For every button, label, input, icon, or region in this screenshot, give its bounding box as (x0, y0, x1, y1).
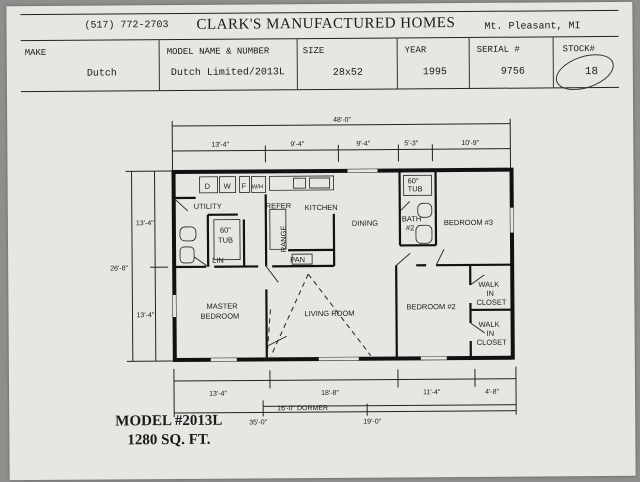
spec-sheet: (517) 772-2703 CLARK'S MANUFACTURED HOME… (6, 1, 636, 481)
dishwasher (309, 177, 331, 189)
washer (219, 176, 237, 194)
dim-top-1: 13'-4" (211, 142, 229, 149)
model-caption: MODEL #2013L 1280 SQ. FT. (115, 412, 222, 451)
dim-bottom-3: 11'-4" (423, 389, 441, 396)
dim-top-4: 5'-3" (404, 140, 419, 147)
dim-dormer: 16'-0" DORMER (277, 405, 328, 412)
utility-label: UTILITY (194, 202, 222, 211)
furnace-label: F (242, 182, 247, 191)
bath-label: BATH (402, 214, 422, 223)
dim-bottom-left: 35'-0" (249, 419, 267, 426)
lavatory-2 (415, 224, 433, 244)
dim-bottom-1: 13'-4" (209, 391, 227, 398)
dim-line-top (172, 148, 511, 152)
walk-in-closet1-label: IN (486, 289, 494, 298)
kitchen-label: KITCHEN (305, 203, 338, 212)
dormer-lines (266, 273, 372, 360)
tub2-label: TUB (408, 184, 423, 193)
water-heater-label: W/H (252, 184, 264, 190)
tub2-size-label: 60" (408, 176, 419, 185)
walk-in-closet1-label: CLOSET (476, 298, 506, 307)
walk-in-closet1-label: WALK (478, 280, 499, 289)
kitchen-sink (293, 177, 307, 189)
bathtub (213, 219, 241, 261)
dim-bottom-4: 4'-8" (485, 389, 500, 396)
dim-top-2: 9'-4" (290, 141, 305, 148)
bedroom3-label: BEDROOM #3 (444, 218, 493, 227)
interior-walls (173, 170, 513, 360)
dim-line-bottom (173, 378, 516, 382)
walk-in-closet2-label: WALK (479, 320, 500, 329)
dim-overall: 48'-0" (333, 117, 351, 124)
dim-line-left (154, 171, 157, 362)
dim-left-top: 13'-4" (136, 220, 154, 227)
dining-label: DINING (352, 219, 378, 228)
toilet (179, 226, 197, 242)
toilet-2 (417, 202, 433, 218)
refer-label: REFER (266, 201, 292, 210)
door-swings (173, 197, 485, 347)
floor-plan: D W F W/H UTILITY REFER KITCHEN DINING 6… (110, 117, 517, 427)
living-room-label: LIVING ROOM (304, 309, 354, 318)
dim-line-overall (172, 123, 511, 127)
pantry-label: PAN (290, 255, 305, 264)
range-label: RANGE (279, 226, 288, 253)
walk-in-closet2-label: IN (487, 329, 495, 338)
range (269, 208, 287, 250)
kitchen-counter (269, 175, 335, 191)
dim-left-bottom: 13'-4" (136, 312, 154, 319)
tub1-label: TUB (218, 236, 233, 245)
dim-top-3: 9'-4" (356, 141, 371, 148)
dim-bottom-mid: 19'-0" (363, 419, 381, 426)
pantry (291, 253, 313, 265)
linen-label: LIN (212, 256, 224, 265)
dim-top-5: 10'-9" (461, 140, 479, 147)
bedroom2-label: BEDROOM #2 (406, 302, 455, 311)
master-label: MASTER (206, 302, 238, 311)
square-footage: 1280 SQ. FT. (127, 431, 211, 449)
water-heater (251, 175, 267, 193)
bath-number-label: #2 (406, 223, 414, 232)
model-number: MODEL #2013L (115, 412, 223, 430)
lavatory (179, 246, 195, 264)
tub1-size-label: 60" (220, 226, 231, 235)
bedroom-label: BEDROOM (200, 312, 239, 321)
dim-line-dormer (263, 404, 517, 407)
washer-label: W (224, 182, 232, 191)
dryer-label: D (205, 182, 211, 191)
dim-line-left-total (131, 171, 134, 362)
dryer (199, 176, 219, 194)
bathtub-2 (403, 174, 433, 196)
dim-bottom-2: 18'-8" (321, 390, 339, 397)
walk-in-closet2-label: CLOSET (477, 338, 507, 347)
dim-left-total: 26'-8" (110, 265, 128, 272)
furnace (239, 176, 251, 193)
